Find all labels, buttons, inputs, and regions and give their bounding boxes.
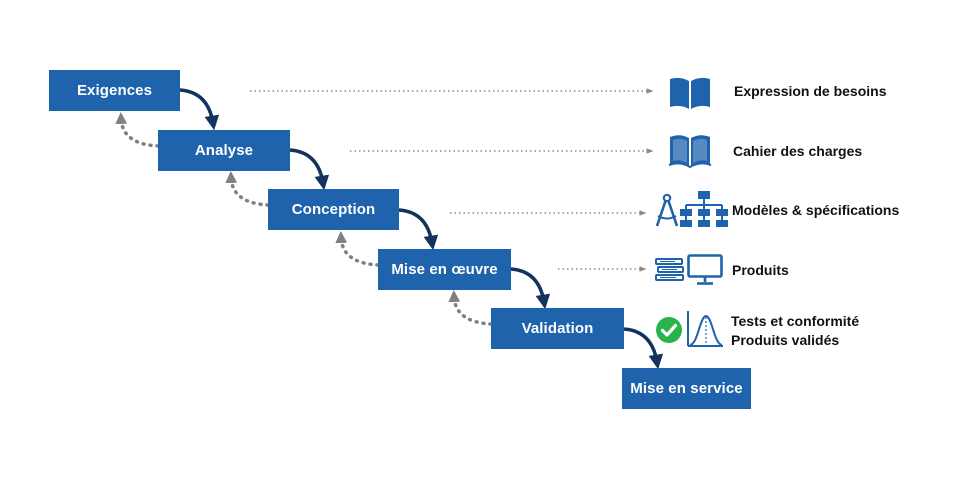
forward-arrow-3 [398, 208, 439, 251]
forward-arrow-2 [289, 148, 330, 191]
monitor-icon [687, 254, 723, 285]
artifact-cahier-des-charges: Cahier des charges [733, 142, 862, 161]
feedback-arrow-2 [225, 171, 270, 207]
feedback-arrow-4 [448, 290, 493, 326]
stage-mise-en-oeuvre: Mise en œuvre [378, 249, 511, 290]
feedback-arrows [115, 112, 493, 326]
artifact-label: Expression de besoins [734, 83, 887, 99]
artifact-modeles-specifications: Modèles & spécifications [732, 201, 899, 220]
artifact-connectors [250, 88, 654, 272]
artifact-tests-conformite: Tests et conformité Produits validés [731, 312, 859, 350]
open-book-icon [670, 77, 710, 109]
feedback-arrow-3 [335, 231, 380, 267]
stage-mise-en-service: Mise en service [622, 368, 751, 409]
forward-arrow-1 [179, 88, 220, 131]
forward-arrow-4 [510, 267, 551, 310]
forward-arrow-5 [623, 327, 664, 370]
stage-validation: Validation [491, 308, 624, 349]
forward-arrows [179, 88, 664, 370]
book-icon [668, 135, 712, 168]
artifact-label: Produits [732, 262, 789, 278]
check-icon [656, 317, 682, 343]
artifact-label: Cahier des charges [733, 143, 863, 159]
compass-icon [655, 193, 679, 227]
feedback-arrow-1 [115, 112, 160, 148]
artifact-label-line-1: Tests et conformité [731, 313, 860, 329]
stage-analyse: Analyse [158, 130, 290, 171]
artifact-produits: Produits [732, 261, 789, 280]
stacked-books-icon [655, 258, 684, 281]
org-chart-icon [680, 191, 728, 227]
artifact-label: Modèles & spécifications [732, 202, 900, 218]
artifact-label-line-2: Produits validés [731, 332, 840, 348]
stage-exigences: Exigences [49, 70, 180, 111]
bell-curve-icon [687, 311, 723, 347]
artifact-expression-de-besoins: Expression de besoins [734, 82, 887, 101]
stage-conception: Conception [268, 189, 399, 230]
